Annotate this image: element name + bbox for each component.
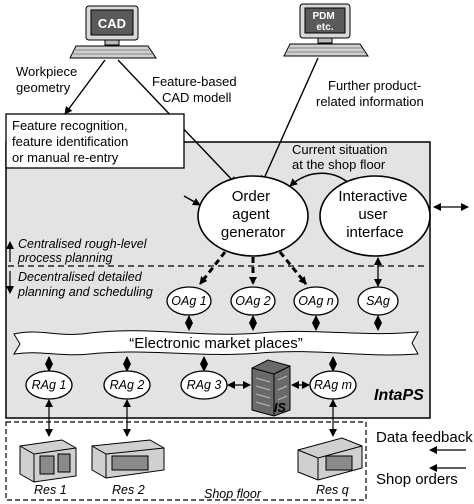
res-q-machine-icon — [297, 437, 363, 481]
feature-recognition-box — [5, 113, 185, 169]
arrow-generator-to-oagn — [278, 251, 308, 285]
pdm-screen-label: PDM etc. — [312, 11, 337, 33]
intaps-label: IntaPS — [374, 387, 424, 404]
feature-cad-model-caption: Feature-based CAD modell — [152, 74, 240, 105]
current-situation-text: Current situation at the shop floor — [292, 142, 391, 172]
pdm-computer-icon — [283, 3, 369, 57]
cad-screen-label: CAD — [98, 16, 126, 31]
res-q-label: Res q — [316, 483, 349, 497]
shop-floor-box — [5, 421, 367, 501]
sag-label: SAg — [366, 294, 390, 308]
arrow-generator-to-oag1 — [198, 251, 227, 285]
feature-recognition-text: Feature recognition, feature identificat… — [12, 118, 132, 165]
rag-1-label: RAg 1 — [32, 378, 67, 392]
oag-n-label: OAg n — [298, 294, 333, 308]
res-1-machine-icon — [19, 439, 77, 483]
shop-floor-label: Shop floor — [204, 487, 262, 501]
market-banner — [13, 330, 419, 356]
shop-orders-label: Shop orders — [376, 471, 458, 488]
cad-computer-icon — [69, 5, 157, 59]
rag-2-label: RAg 2 — [110, 378, 145, 392]
interactive-ui-node — [319, 175, 431, 257]
arrow-feature-box-to-generator — [183, 195, 201, 206]
product-information-caption: Further product- related information — [316, 78, 425, 109]
rag-m-label: RAg m — [314, 378, 352, 392]
interactive-ui-label: Interactive user interface — [338, 188, 411, 241]
res-2-machine-icon — [91, 439, 165, 479]
market-label: “Electronic market places” — [129, 335, 302, 352]
oag-1-label: OAg 1 — [171, 294, 206, 308]
arrow-cad-to-feature-box — [64, 59, 106, 115]
arrow-pdm-to-generator — [261, 57, 319, 184]
data-feedback-label: Data feedback — [376, 429, 473, 446]
lower-planning-label: Decentralised detailed planning and sche… — [17, 270, 153, 299]
order-agent-generator-node — [197, 175, 309, 257]
rag-3-label: RAg 3 — [187, 378, 222, 392]
is-server-icon — [251, 359, 291, 417]
oag-2-label: OAg 2 — [235, 294, 270, 308]
is-label: IS — [274, 401, 286, 415]
res-2-label: Res 2 — [112, 483, 145, 497]
upper-planning-label: Centralised rough-level process planning — [17, 237, 150, 265]
res-1-label: Res 1 — [34, 483, 67, 497]
workpiece-geometry-caption: Workpiece geometry — [16, 64, 81, 95]
order-agent-generator-label: Order agent generator — [221, 188, 285, 241]
